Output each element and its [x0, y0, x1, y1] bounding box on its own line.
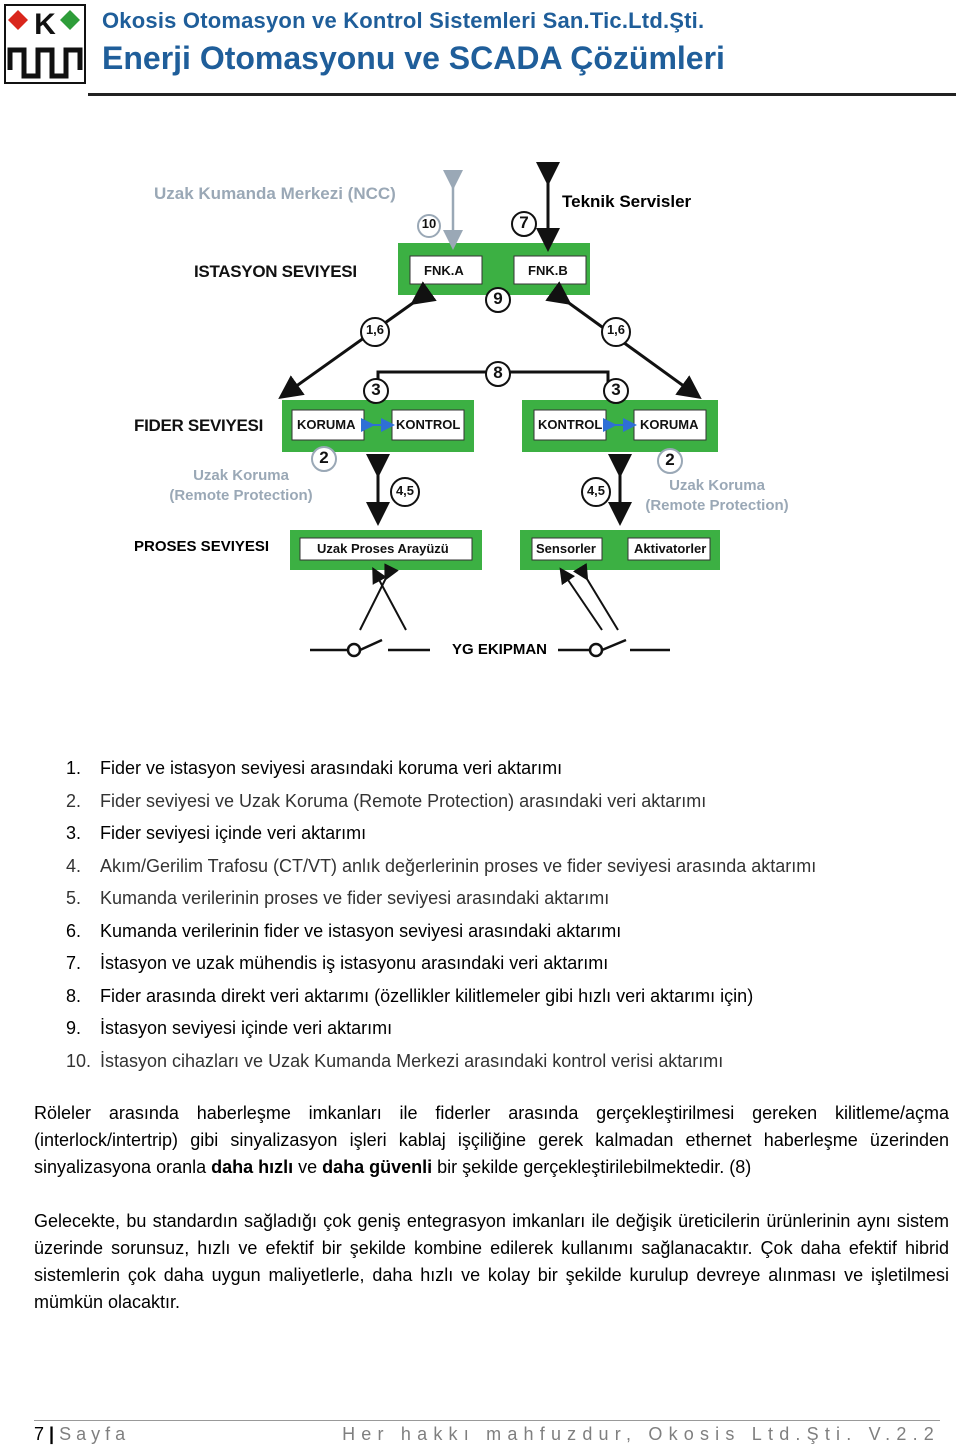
list-item: 3.Fider seviyesi içinde veri aktarımı	[66, 823, 367, 843]
paragraph-future: Gelecekte, bu standardın sağladığı çok g…	[34, 1211, 949, 1312]
marker-3-left: 3	[371, 380, 381, 399]
list-item: 2.Fider seviyesi ve Uzak Koruma (Remote …	[66, 790, 707, 811]
page-indicator: 7 | Sayfa	[34, 1424, 130, 1445]
copyright-notice: Her hakkı mahfuzdur, Okosis Ltd.Şti. V.2…	[342, 1424, 940, 1444]
remote-protection-right: Uzak Koruma (Remote Protection)	[645, 477, 789, 514]
left-kontrol-label: KONTROL	[396, 417, 461, 432]
list-item: 4.Akım/Gerilim Trafosu (CT/VT) anlık değ…	[66, 855, 817, 876]
svg-text:K: K	[34, 8, 56, 41]
sensors-box	[531, 537, 603, 561]
marker-3-right: 3	[611, 380, 621, 399]
fnk-a-label: FNK.A	[424, 263, 464, 278]
marker-7: 7	[519, 213, 529, 232]
sensors-label: Sensorler	[536, 541, 596, 556]
fnk-b-label: FNK.B	[528, 263, 568, 278]
list-item: 7.İstasyon ve uzak mühendis iş istasyonu…	[66, 953, 609, 973]
page-number: 7	[34, 1424, 45, 1444]
left-koruma-box	[291, 409, 365, 441]
marker-10: 10	[421, 216, 437, 231]
company-tagline: Enerji Otomasyonu ve SCADA Çözümleri	[102, 40, 725, 76]
technical-services-label: Teknik Servisler	[562, 192, 692, 211]
marker-8: 8	[493, 363, 503, 382]
diagram-graphics	[278, 162, 720, 658]
marker-4-5-left: 4,5	[395, 483, 415, 498]
remote-process-interface-label: Uzak Proses Arayüzü	[317, 541, 449, 556]
right-koruma-box	[633, 409, 707, 441]
okosis-logo: K	[4, 4, 86, 84]
ncc-label: Uzak Kumanda Merkezi (NCC)	[154, 184, 396, 203]
company-name: Okosis Otomasyon ve Kontrol Sistemleri S…	[102, 8, 705, 33]
marker-9: 9	[493, 289, 503, 308]
remote-protection-left: Uzak Koruma (Remote Protection)	[169, 467, 313, 504]
list-item: 5.Kumanda verilerinin proses ve fider se…	[66, 888, 610, 908]
list-item: 6.Kumanda verilerinin fider ve istasyon …	[66, 920, 622, 941]
yg-equipment-label: YG EKIPMAN	[452, 641, 548, 658]
page-word: Sayfa	[59, 1424, 131, 1444]
list-item: 8.Fider arasında direkt veri aktarımı (ö…	[66, 985, 754, 1006]
marker-2-left: 2	[319, 448, 329, 467]
footer-separator: |	[49, 1424, 55, 1444]
actuators-box	[627, 537, 711, 561]
list-item: 9.İstasyon seviyesi içinde veri aktarımı	[66, 1018, 393, 1038]
actuators-label: Aktivatorler	[634, 541, 707, 556]
fnk-b-box	[513, 255, 587, 285]
right-kontrol-box	[533, 409, 607, 441]
right-koruma-label: KORUMA	[640, 417, 699, 432]
list-item: 10.İstasyon cihazları ve Uzak Kumanda Me…	[66, 1050, 724, 1071]
footer-divider	[34, 1420, 940, 1421]
left-koruma-label: KORUMA	[297, 417, 356, 432]
list-item: 1.Fider ve istasyon seviyesi arasındaki …	[66, 758, 563, 778]
remote-process-interface-box	[299, 537, 473, 561]
paragraph-interlock: Röleler arasında haberleşme imkanları il…	[34, 1103, 949, 1177]
station-level-label: ISTASYON SEVIYESI	[194, 262, 357, 281]
header-divider	[88, 93, 956, 96]
marker-1-6-left: 1,6	[365, 322, 385, 337]
fnk-a-box	[409, 255, 483, 285]
marker-4-5-right: 4,5	[586, 483, 606, 498]
data-transfer-list: 1.Fider ve istasyon seviyesi arasındaki …	[66, 752, 946, 1077]
page-header: K Okosis Otomasyon ve Kontrol Sistemleri…	[0, 0, 960, 100]
marker-2-right: 2	[665, 450, 675, 469]
right-kontrol-label: KONTROL	[538, 417, 603, 432]
marker-1-6-right: 1,6	[606, 322, 626, 337]
process-level-label: PROSES SEVIYESI	[134, 538, 270, 555]
iec61850-level-diagram: Uzak Kumanda Merkezi (NCC) Teknik Servis…	[120, 160, 840, 700]
feeder-level-label: FIDER SEVIYESI	[134, 416, 264, 435]
